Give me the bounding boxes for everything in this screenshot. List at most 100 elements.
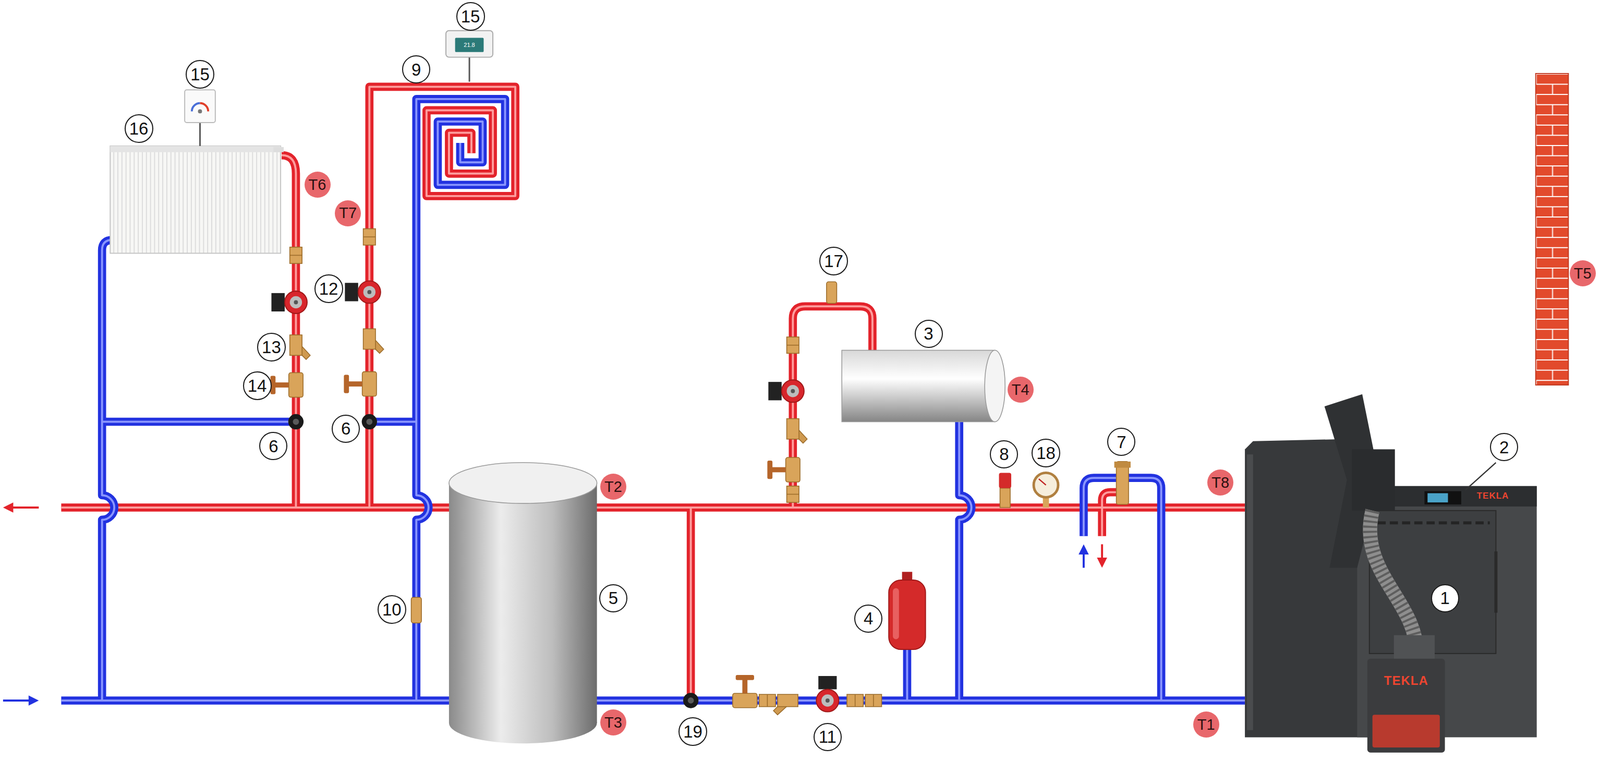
pump-group [289, 334, 311, 360]
safety-valve [999, 472, 1012, 508]
expansion-vessel [892, 588, 900, 640]
callout-number: 11 [813, 722, 842, 751]
room-thermostat [184, 89, 216, 147]
pump-group [786, 418, 808, 444]
leader-line [1465, 462, 1497, 491]
loading-pump-group [683, 674, 882, 715]
radiator [110, 146, 281, 254]
check-valve [411, 597, 422, 623]
pump-group [344, 280, 381, 303]
loading-pump-group [816, 675, 839, 712]
pump-group [288, 414, 304, 430]
radiator [273, 147, 284, 153]
flow-arrow [10, 506, 40, 509]
pellet-boiler [1352, 449, 1396, 511]
brick-wall [1535, 73, 1569, 385]
pellet-boiler [1424, 491, 1461, 505]
brand-text: TEKLA [1383, 673, 1430, 688]
thermal-relief-valve [1114, 461, 1131, 505]
sensor-label: T3 [600, 709, 627, 736]
pressure-gauge [1038, 478, 1047, 486]
buffer-tank [449, 462, 598, 504]
room-thermostat [198, 108, 203, 114]
sensor-label: T5 [1569, 260, 1596, 287]
thermal-relief-valve [1116, 461, 1129, 505]
pellet-boiler [1367, 658, 1446, 753]
loading-pump-group [732, 674, 758, 708]
relief-flow-arrow [1082, 553, 1085, 568]
pellet-boiler [1370, 510, 1417, 654]
loading-pump-group [816, 675, 839, 712]
pressure-gauge [1033, 472, 1059, 498]
supply-pipe [61, 86, 1245, 701]
pump-group [767, 457, 800, 482]
relief-flow-arrow [1100, 543, 1103, 559]
relief-flow-arrow [1078, 543, 1089, 555]
callout-number: 18 [1031, 438, 1061, 468]
loading-pump-group [732, 674, 758, 708]
pellet-boiler [1370, 510, 1417, 654]
callout-number: 8 [989, 440, 1018, 469]
expansion-vessel [888, 579, 926, 650]
return-pipe [61, 99, 1245, 701]
callout-number: 15 [185, 59, 215, 89]
pump-group [786, 336, 799, 354]
loading-pump-group [759, 694, 776, 707]
pump-group [786, 486, 799, 503]
loading-pump-group [865, 694, 882, 707]
pump-group [363, 228, 376, 246]
thermostat-display: 21.8 [462, 41, 477, 49]
expansion-vessel [888, 571, 926, 650]
room-thermostat [455, 37, 484, 52]
loading-pump-group [846, 694, 864, 707]
buffer-tank [449, 462, 598, 744]
callout-number: 3 [914, 319, 943, 348]
loading-pump-group [773, 694, 798, 715]
callout-number: 13 [257, 332, 286, 362]
callout-number: 10 [377, 595, 407, 624]
pump-group [270, 372, 304, 398]
pump-group [768, 379, 804, 403]
radiator [110, 146, 284, 254]
buffer-tank [449, 702, 598, 744]
air-vent [826, 281, 838, 303]
safety-valve [999, 472, 1012, 488]
hot-water-tank [841, 349, 995, 422]
pump-group [289, 247, 302, 264]
radiator [110, 146, 281, 153]
sensor-label: T7 [334, 200, 361, 227]
callout-number: 9 [402, 55, 431, 84]
sensor-label: T4 [1007, 376, 1034, 403]
return-pipe [61, 99, 1245, 701]
safety-valve [1000, 488, 1011, 508]
flow-arrow [3, 699, 31, 702]
room-thermostat [184, 89, 216, 123]
loading-pump-group [846, 694, 864, 707]
pressure-gauge [1033, 472, 1059, 508]
loading-pump-group [759, 694, 776, 707]
sensor-label: T8 [1207, 469, 1234, 496]
callout-number: 6 [331, 414, 360, 443]
pellet-boiler [1244, 394, 1537, 753]
brand-text: TEKLA [1475, 490, 1511, 501]
callout-number: 1 [1431, 584, 1460, 613]
pellet-boiler [1427, 493, 1448, 503]
leader-line [1465, 462, 1497, 491]
check-valve [411, 597, 422, 623]
sensor-label: T6 [304, 171, 331, 198]
flow-arrow [3, 502, 14, 513]
room-thermostat [445, 30, 493, 82]
thermal-relief-valve [1114, 461, 1131, 468]
pellet-boiler [1246, 454, 1254, 731]
pellet-boiler [1377, 520, 1490, 525]
brick-wall [1535, 73, 1569, 385]
callout-number: 12 [314, 274, 344, 303]
pellet-boiler [1369, 510, 1497, 654]
callout-number: 2 [1489, 432, 1519, 462]
flow-arrow [3, 502, 39, 706]
callout-number: 5 [599, 584, 628, 613]
sensor-label: T1 [1193, 711, 1220, 738]
loading-pump-group [865, 694, 882, 707]
